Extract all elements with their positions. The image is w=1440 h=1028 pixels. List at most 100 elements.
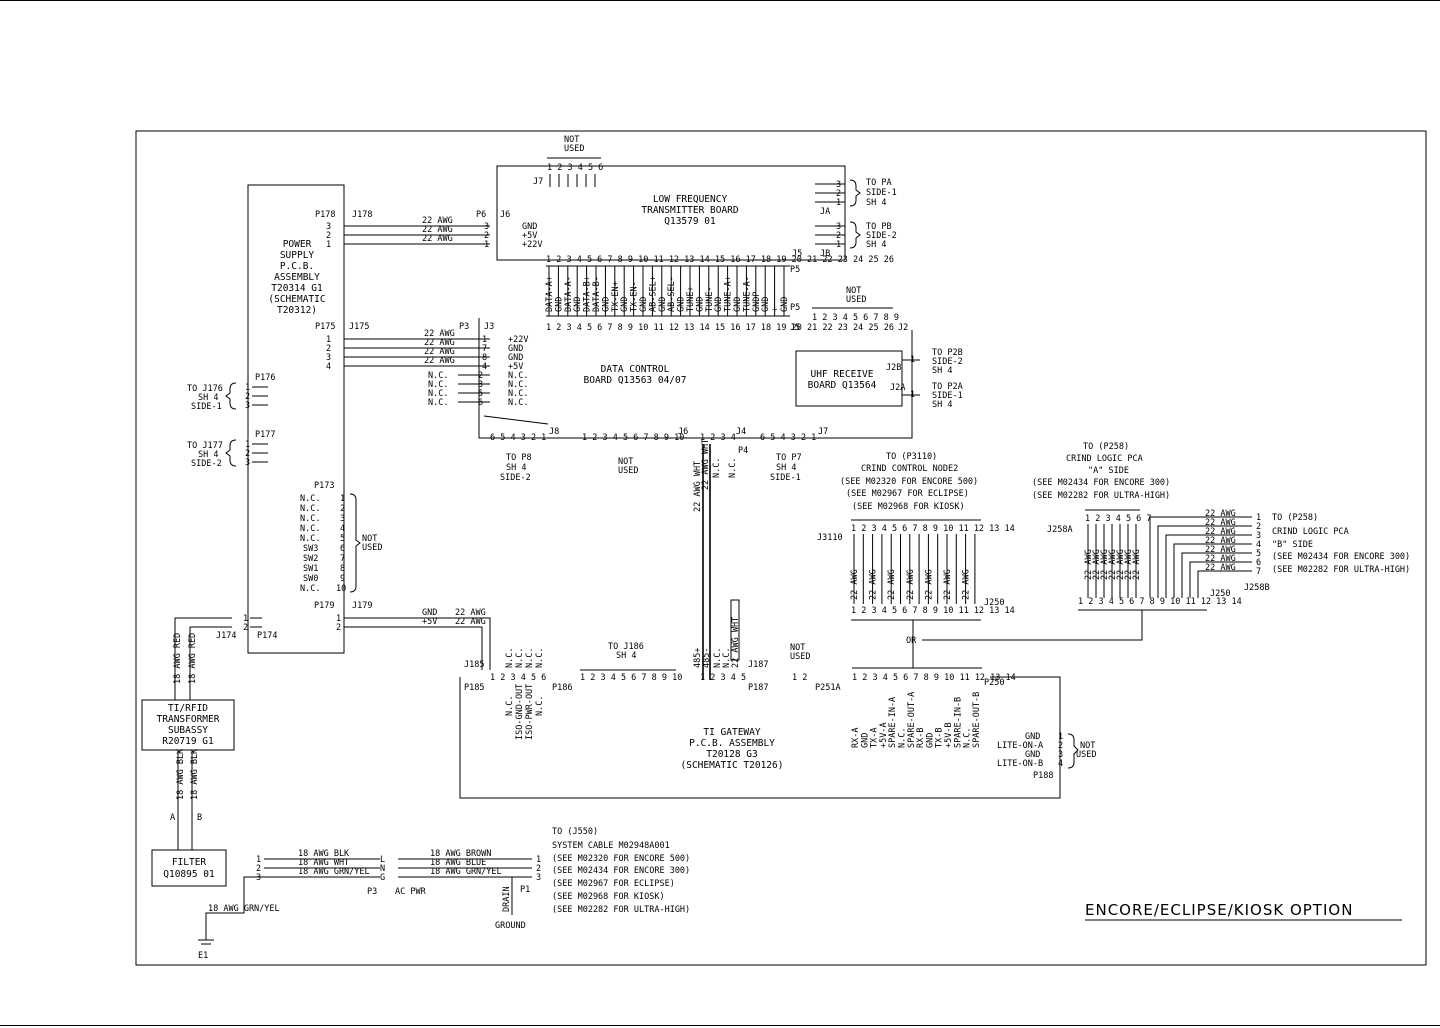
svg-text:4: 4 <box>340 524 345 534</box>
svg-text:J2B: J2B <box>886 363 901 373</box>
svg-text:J5: J5 <box>792 249 802 259</box>
j258a-wire-label: 22 AWG <box>1132 549 1142 580</box>
j5-signal-label: + <box>771 307 781 312</box>
filter-label: FILTER Q10895 01 <box>163 857 215 880</box>
ps-pin: +5V <box>522 231 537 241</box>
svg-text:J3110: J3110 <box>817 533 843 543</box>
svg-text:ISO-PWR-OUT: ISO-PWR-OUT <box>525 684 535 740</box>
svg-text:SW3: SW3 <box>303 544 318 554</box>
j258a-wire-label: 22 AWG <box>1108 549 1118 580</box>
svg-text:GND: GND <box>1025 750 1040 760</box>
svg-text:P174: P174 <box>257 631 277 641</box>
svg-text:1 2 3 4: 1 2 3 4 <box>700 433 736 443</box>
j3110-wire-label: 22 AWG <box>850 569 860 600</box>
svg-text:P176: P176 <box>255 373 275 383</box>
svg-text:1 2 3 4 5 6 7 8 9 10: 1 2 3 4 5 6 7 8 9 10 <box>582 433 684 443</box>
svg-text:2: 2 <box>836 231 841 241</box>
j5-signal-label: AB-SEL- <box>667 276 677 312</box>
svg-text:TO J177: TO J177 <box>187 441 223 451</box>
svg-text:CRIND LOGIC PCA: CRIND LOGIC PCA <box>1272 527 1349 537</box>
svg-text:BOARD Q13564: BOARD Q13564 <box>808 380 877 391</box>
svg-text:GND: GND <box>508 344 523 354</box>
svg-text:TO (P258): TO (P258) <box>1083 442 1129 452</box>
svg-text:USED: USED <box>618 466 638 476</box>
svg-text:7: 7 <box>340 554 345 564</box>
svg-text:10: 10 <box>336 584 346 594</box>
svg-text:1: 1 <box>1256 513 1261 523</box>
p250-signal-label: SPARE-IN-A <box>888 697 898 748</box>
svg-text:N.C.: N.C. <box>712 458 722 478</box>
j6-label: J6 <box>500 210 510 220</box>
svg-text:3: 3 <box>484 222 489 232</box>
svg-text:N.C.: N.C. <box>428 398 448 408</box>
svg-text:1 2 3 4 5 6 7 8 9 10 11 12 13: 1 2 3 4 5 6 7 8 9 10 11 12 13 14 <box>851 524 1015 534</box>
svg-text:(SCHEMATIC T20126): (SCHEMATIC T20126) <box>681 760 784 771</box>
svg-text:(SEE M02282 FOR ULTRA-HIGH): (SEE M02282 FOR ULTRA-HIGH) <box>1272 565 1410 575</box>
filter-wires: 123 18 AWG BLK 18 AWG WHT 18 AWG GRN/YEL… <box>198 849 541 961</box>
svg-text:1 2 3 4 5 6 7 8 9 10 11 12 13: 1 2 3 4 5 6 7 8 9 10 11 12 13 14 <box>852 673 1016 683</box>
svg-text:GROUND: GROUND <box>495 921 526 931</box>
svg-text:(SEE M02967 FOR ECLIPSE): (SEE M02967 FOR ECLIPSE) <box>846 489 969 499</box>
j5-signal-label: GND <box>780 297 790 312</box>
awg-label: 22 AWG <box>422 225 453 235</box>
svg-text:SYSTEM CABLE M02948A001: SYSTEM CABLE M02948A001 <box>552 841 670 851</box>
svg-text:LITE-ON-B: LITE-ON-B <box>997 759 1043 769</box>
svg-text:N: N <box>380 864 385 874</box>
svg-text:(SEE M02282 FOR ULTRA-HIGH): (SEE M02282 FOR ULTRA-HIGH) <box>1032 491 1170 501</box>
svg-text:+5V: +5V <box>422 617 437 627</box>
j5-signal-label: GND <box>733 297 743 312</box>
svg-text:P179: P179 <box>314 601 334 611</box>
svg-text:A: A <box>170 813 175 823</box>
svg-text:SIDE-1: SIDE-1 <box>932 391 963 401</box>
svg-text:N.C.: N.C. <box>300 534 320 544</box>
svg-text:"A" SIDE: "A" SIDE <box>1088 466 1129 476</box>
svg-text:1: 1 <box>245 440 250 450</box>
svg-text:(SEE M02434 FOR ENCORE 300): (SEE M02434 FOR ENCORE 300) <box>1032 478 1170 488</box>
svg-text:3: 3 <box>1058 750 1063 760</box>
svg-text:TO J186: TO J186 <box>608 642 644 652</box>
svg-text:(SEE M02282 FOR ULTRA-HIGH): (SEE M02282 FOR ULTRA-HIGH) <box>552 905 690 915</box>
ti-gateway-outline <box>459 676 1061 799</box>
j175-label: J175 <box>349 322 369 332</box>
svg-text:18 AWG BLK: 18 AWG BLK <box>176 748 186 800</box>
j3110-wire-label: 22 AWG <box>943 569 953 600</box>
svg-text:1 2 3 4 5 6 7 8 9 10: 1 2 3 4 5 6 7 8 9 10 <box>580 673 682 683</box>
j5-signal-label: GND <box>573 297 583 312</box>
svg-text:NOT: NOT <box>790 643 805 653</box>
p250-signal-label: SPARE-OUT-A <box>907 692 917 748</box>
svg-text:4: 4 <box>1256 540 1261 550</box>
svg-text:1 2 3 4 5 6: 1 2 3 4 5 6 <box>547 163 603 173</box>
svg-text:P5: P5 <box>790 303 800 313</box>
svg-text:P5: P5 <box>790 265 800 275</box>
svg-text:2: 2 <box>326 231 331 241</box>
j5-signal-label: GND <box>639 297 649 312</box>
svg-text:J174: J174 <box>216 631 236 641</box>
svg-text:SH 4: SH 4 <box>866 198 886 208</box>
svg-text:2: 2 <box>478 371 483 381</box>
p187-connector: 1 2 3 4 5 J187 P187 485+ 485- N.C. N.C. … <box>693 599 768 693</box>
svg-text:4: 4 <box>482 362 487 372</box>
svg-text:(SEE M02968 FOR KIOSK): (SEE M02968 FOR KIOSK) <box>852 502 965 512</box>
svg-text:3: 3 <box>245 458 250 468</box>
j258b-wire-label: 22 AWG <box>1205 545 1236 555</box>
j258b-wire-label: 22 AWG <box>1205 536 1236 546</box>
svg-text:N.C.: N.C. <box>428 371 448 381</box>
power-supply-label: POWER SUPPLY P.C.B. ASSEMBLY T20314 G1 (… <box>268 239 325 316</box>
power-supply-block <box>247 184 345 654</box>
j5-signal-label: GND <box>677 297 687 312</box>
svg-text:NOT: NOT <box>846 286 861 296</box>
transformer-block <box>141 699 235 751</box>
svg-text:N.C.: N.C. <box>713 648 723 668</box>
j258a-wire-label: 22 AWG <box>1124 549 1134 580</box>
j5-signal-label: GND <box>620 297 630 312</box>
svg-text:1: 1 <box>836 240 841 250</box>
svg-text:P177: P177 <box>255 430 275 440</box>
j3110-wire-label: 22 AWG <box>887 569 897 600</box>
svg-text:R20719 G1: R20719 G1 <box>162 736 214 747</box>
svg-text:SIDE-1: SIDE-1 <box>191 402 222 412</box>
svg-text:USED: USED <box>1076 750 1096 760</box>
p178-wires: 321 321 <box>326 222 490 250</box>
